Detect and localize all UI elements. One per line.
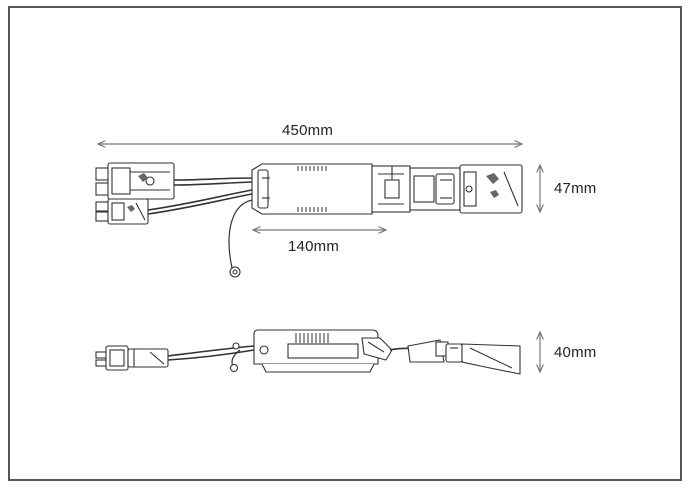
height-label: 40mm — [554, 344, 597, 361]
top-right-connector — [409, 164, 523, 214]
top-upper-connector — [95, 162, 175, 200]
side-main-body — [253, 329, 379, 373]
width-label: 47mm — [554, 180, 597, 197]
top-cable-upper — [173, 177, 253, 181]
side-clamp — [361, 337, 393, 361]
top-bracket — [371, 165, 411, 213]
body-length-label: 140mm — [288, 238, 340, 255]
top-main-body — [251, 163, 373, 215]
top-cable-lower — [147, 189, 253, 211]
side-left-connector — [95, 345, 169, 371]
top-view — [95, 162, 523, 278]
drawing-frame — [8, 6, 682, 481]
side-view — [95, 329, 521, 375]
length-label: 450mm — [282, 122, 334, 139]
top-ground-wire — [228, 199, 253, 269]
top-lower-connector — [95, 198, 149, 225]
side-right-connector — [407, 339, 521, 375]
side-cable — [167, 345, 255, 357]
